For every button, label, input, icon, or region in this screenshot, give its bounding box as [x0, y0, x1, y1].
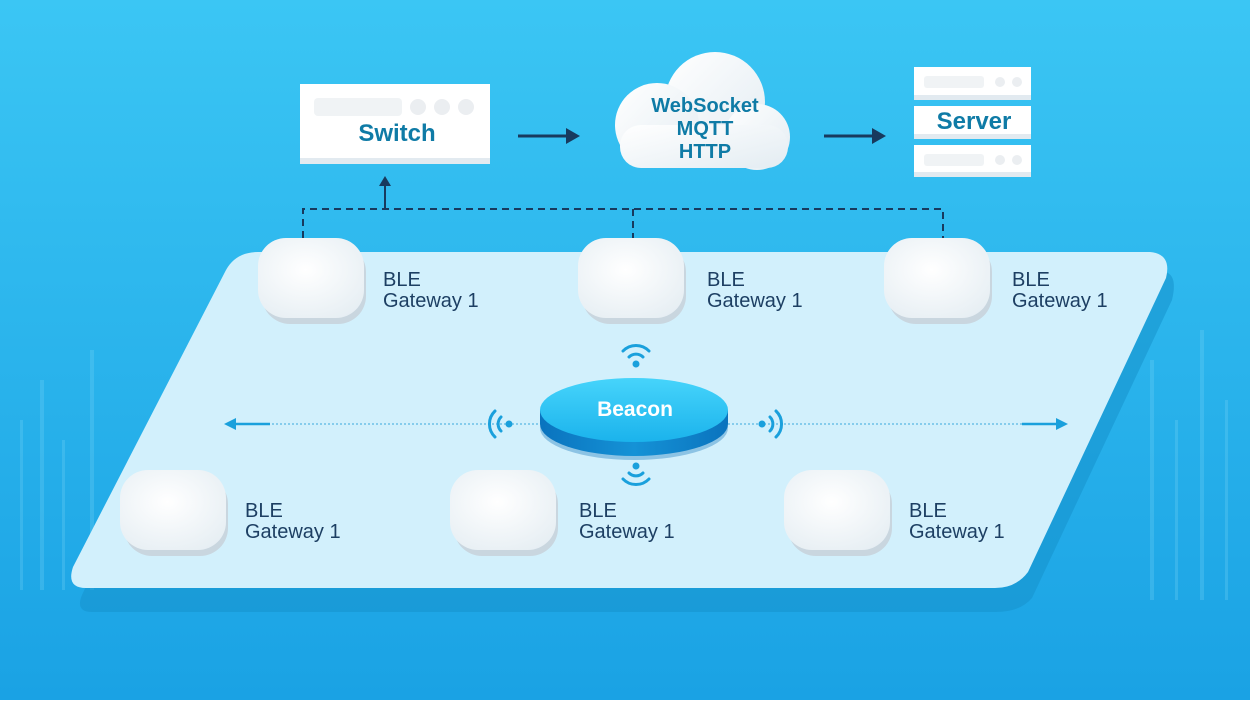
cloud-protocol-http: HTTP: [678, 141, 732, 163]
gateway-label-2-line1: BLE: [707, 269, 745, 291]
gateway-label-4: BLE Gateway 1: [245, 501, 341, 543]
signal-right-icon: [758, 409, 783, 439]
ble-gateway-device-5: [450, 470, 558, 556]
range-arrow-left: [224, 418, 270, 430]
gateway-label-1-line1: BLE: [383, 269, 421, 291]
server-stack: [914, 67, 1031, 177]
cloud-protocol-mqtt: MQTT: [676, 118, 734, 140]
signal-down-icon: [621, 462, 651, 486]
gateway-label-2: BLE Gateway 1: [707, 270, 803, 312]
range-arrow-right: [1022, 418, 1068, 430]
signal-left-icon: [488, 409, 513, 439]
gateway-label-5-line2: Gateway 1: [579, 521, 675, 543]
gateway-label-3-line2: Gateway 1: [1012, 290, 1108, 312]
cloud-to-server-arrow: [824, 128, 886, 144]
gateway-label-1: BLE Gateway 1: [383, 270, 479, 312]
gateway-label-1-line2: Gateway 1: [383, 290, 479, 312]
ble-gateway-device-6: [784, 470, 892, 556]
gateway-bus-line: [302, 208, 944, 250]
beacon-label: Beacon: [597, 398, 673, 421]
cloud-icon: [615, 52, 790, 170]
gateway-label-4-line2: Gateway 1: [245, 521, 341, 543]
gateway-label-6-line1: BLE: [909, 500, 947, 522]
cloud-protocol-websocket: WebSocket: [651, 95, 759, 117]
ble-gateway-device-4: [120, 470, 228, 556]
ble-gateway-device-3: [884, 238, 992, 324]
gateway-label-4-line1: BLE: [245, 500, 283, 522]
cloud-protocols: WebSocket MQTT HTTP: [630, 95, 780, 164]
beacon-device: [540, 378, 728, 460]
gateway-label-5: BLE Gateway 1: [579, 501, 675, 543]
gateway-label-5-line1: BLE: [579, 500, 617, 522]
signal-up-icon: [621, 344, 651, 368]
gateway-label-3: BLE Gateway 1: [1012, 270, 1108, 312]
switch-box: [300, 84, 490, 164]
bus-up-arrow: [379, 176, 391, 209]
server-label: Server: [936, 108, 1012, 135]
gateway-label-3-line1: BLE: [1012, 269, 1050, 291]
gateway-label-6-line2: Gateway 1: [909, 521, 1005, 543]
background-bars: [20, 330, 1228, 600]
gateway-label-6: BLE Gateway 1: [909, 501, 1005, 543]
gateway-label-2-line2: Gateway 1: [707, 290, 803, 312]
ble-gateway-device-1: [258, 238, 366, 324]
switch-label: Switch: [358, 120, 436, 147]
ble-gateway-device-2: [578, 238, 686, 324]
switch-to-cloud-arrow: [518, 128, 580, 144]
